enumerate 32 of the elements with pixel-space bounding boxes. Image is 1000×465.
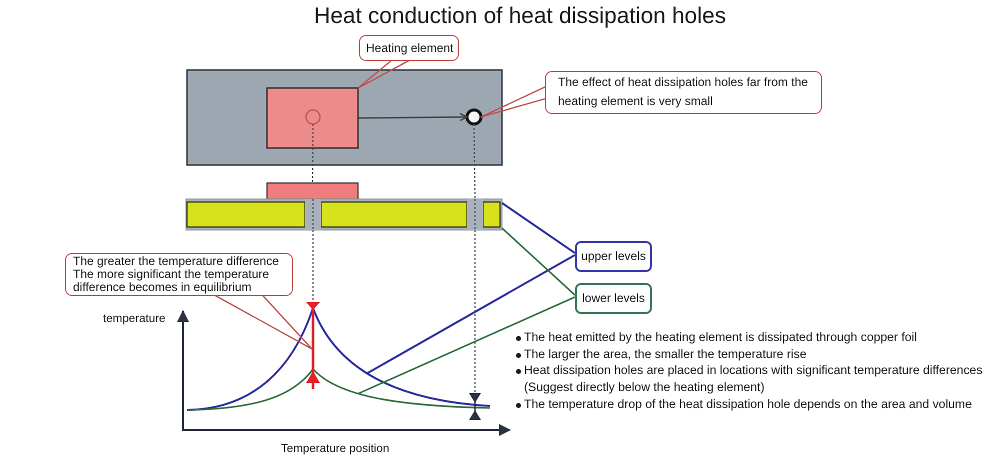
layer-label: upper levels (575, 241, 652, 272)
callout: The greater the temperature difference The more significant the temperature difference becomes in equilibrium (65, 253, 293, 296)
temperature-chart (177, 302, 511, 436)
leader-line (366, 254, 576, 374)
projection-line (474, 230, 476, 393)
note-text: The heat emitted by the heating element is dissipated through copper foil (524, 329, 918, 346)
note-text: The temperature drop of the heat dissipation hole depends on the area and volume (524, 396, 973, 413)
heating-element (266, 87, 359, 149)
callout: The effect of heat dissipation holes far from the heating element is very small (545, 71, 822, 114)
callout: Heating element (359, 35, 459, 61)
note-text: The larger the area, the smaller the temperature rise (524, 346, 808, 363)
board-cross-section (186, 198, 502, 230)
layer-label: lower levels (575, 283, 652, 314)
leader-line (501, 228, 576, 296)
leader-line (501, 202, 576, 254)
axis-label: Temperature position (281, 441, 390, 457)
via-hole (305, 109, 321, 125)
arrow (358, 112, 468, 122)
temperature-difference-marker (469, 393, 481, 420)
temperature-difference-marker (306, 302, 320, 389)
via-hole (466, 108, 482, 126)
circuit-board (186, 69, 503, 166)
note-text: Heat dissipation holes are placed in locations with significant temperature differences (Suggest directly below the heating element) (524, 362, 984, 396)
via-hole-section (305, 199, 321, 230)
projection-line (312, 124, 314, 183)
projection-line (312, 230, 314, 302)
axis-label: temperature (103, 311, 166, 327)
title: Heat conduction of heat dissipation holes (314, 3, 726, 29)
via-hole-section (467, 199, 483, 230)
heating-element (266, 182, 359, 200)
leader-line (358, 296, 576, 394)
projection-line (473, 124, 476, 199)
